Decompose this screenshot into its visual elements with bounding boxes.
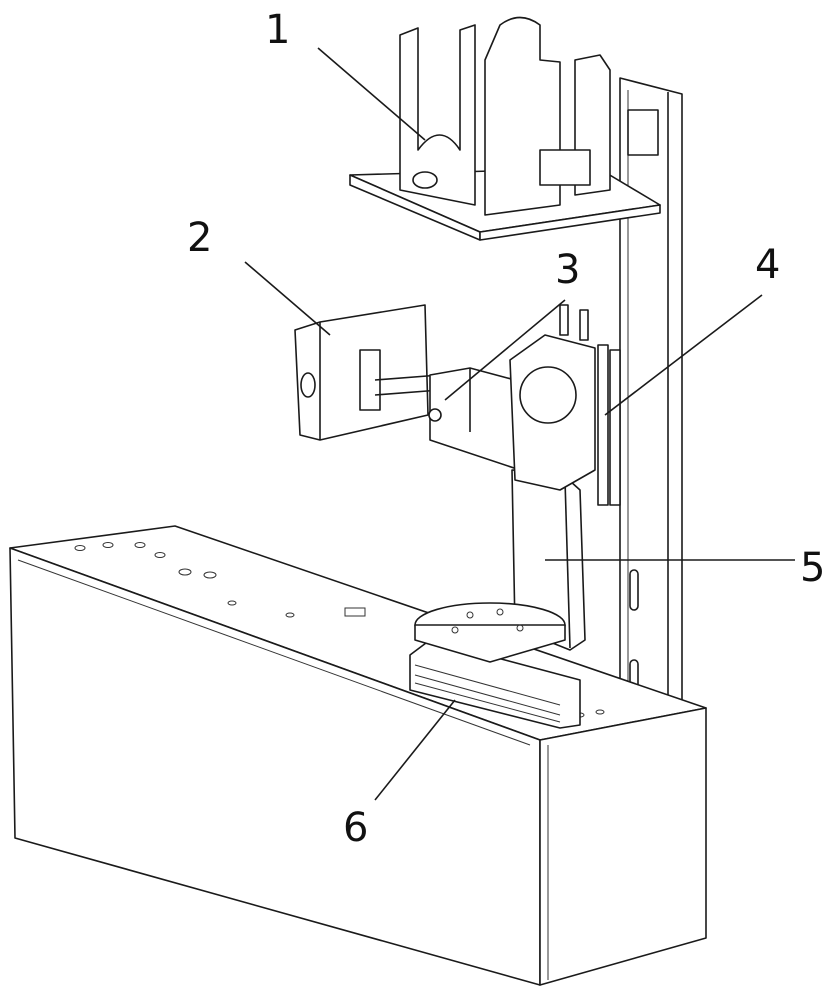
label-3: 3 [555, 250, 580, 290]
top-holder [350, 18, 660, 241]
vertical-column [620, 78, 682, 700]
gripper-block [295, 305, 440, 440]
label-2: 2 [187, 218, 212, 258]
label-5: 5 [800, 548, 825, 588]
label-1: 1 [265, 10, 290, 50]
leader-line-2 [245, 262, 330, 335]
label-6: 6 [343, 808, 368, 848]
label-4: 4 [755, 245, 780, 285]
rotary-actuator [510, 305, 620, 505]
base-box [10, 526, 706, 985]
